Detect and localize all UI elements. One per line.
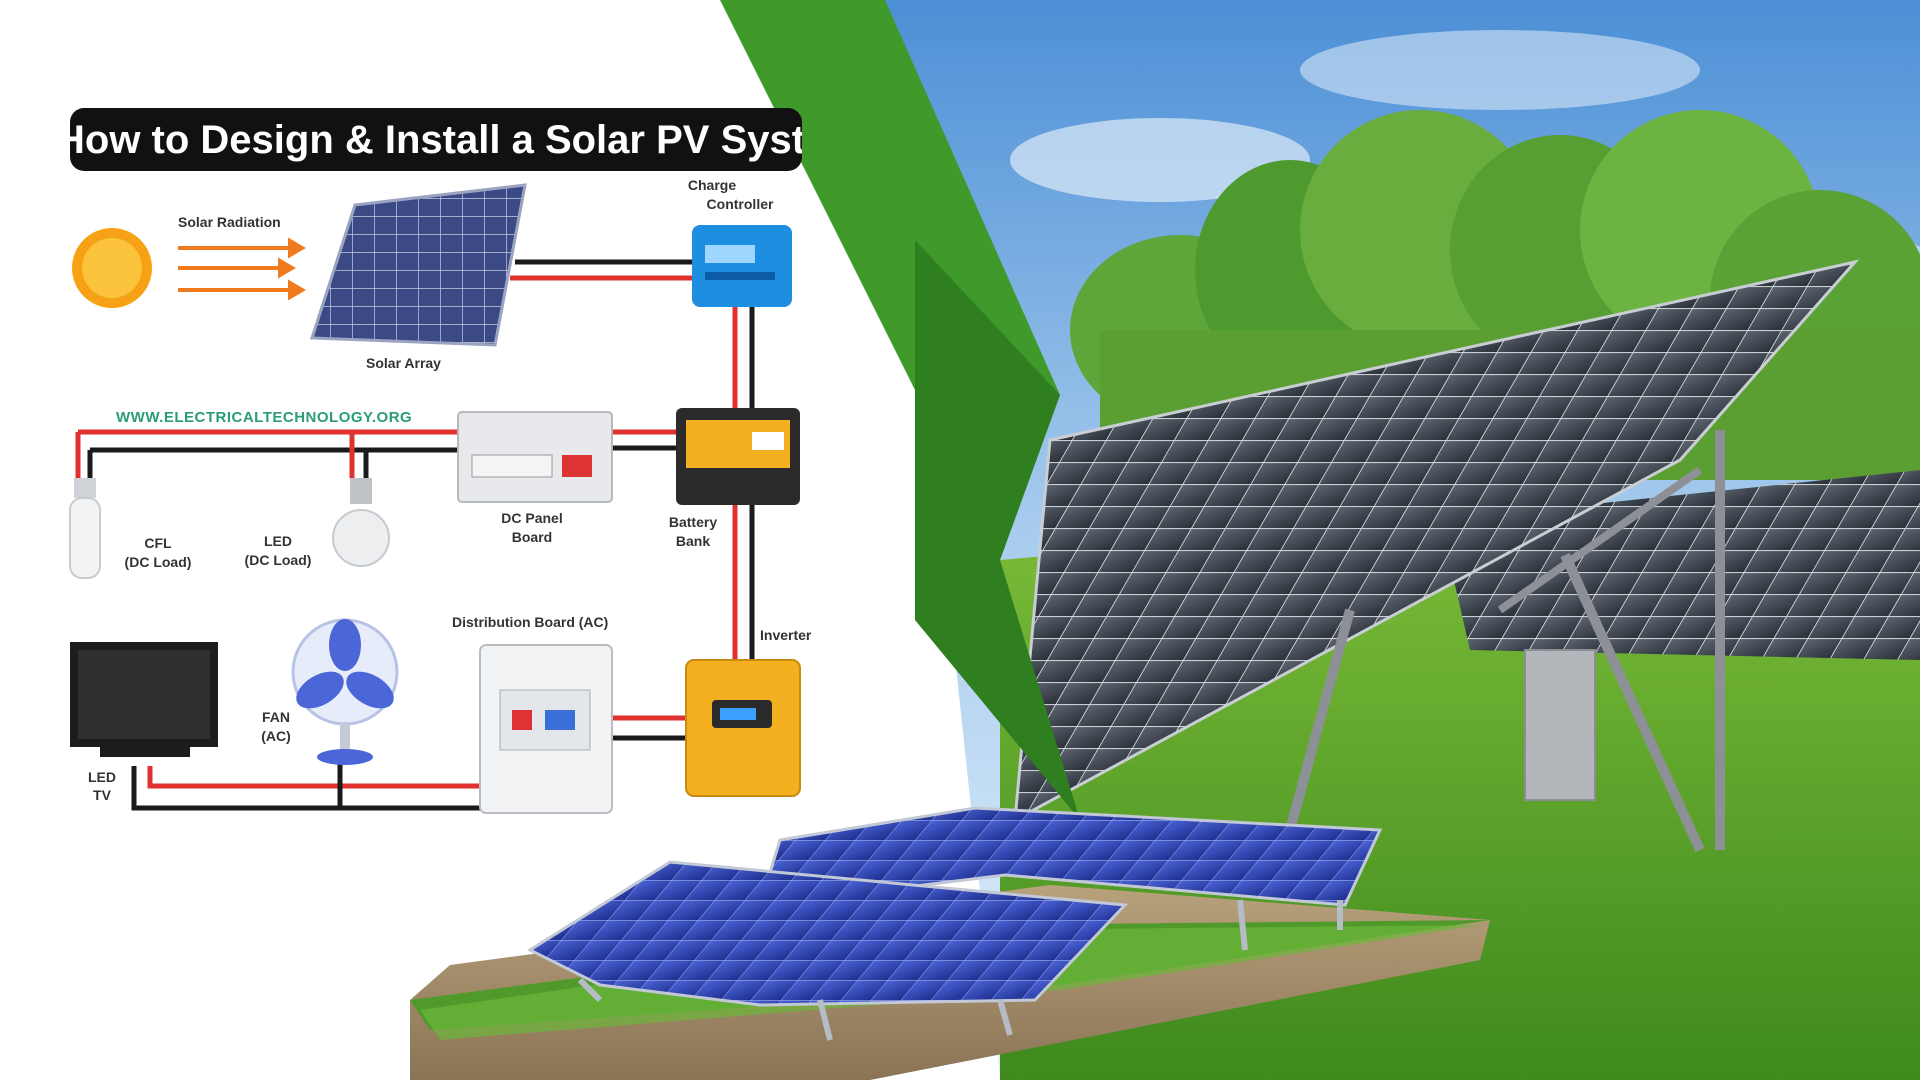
circuit-wiring xyxy=(75,259,755,811)
led-tv-icon xyxy=(70,642,218,757)
led-tv-label-2: TV xyxy=(93,787,112,803)
diagram-title: How to Design & Install a Solar PV Syste… xyxy=(56,118,863,162)
distribution-board-icon xyxy=(479,644,613,814)
dc-panel-board-icon xyxy=(457,411,613,503)
solar-farm-photo xyxy=(885,0,1920,1080)
sun-icon xyxy=(72,228,152,308)
blue-panel-row-front xyxy=(526,860,1129,1007)
dc-panel-board-label: DC Panel xyxy=(501,510,562,526)
junction-box xyxy=(1524,649,1596,801)
cfl-label: CFL xyxy=(144,535,172,551)
watermark-url: WWW.ELECTRICALTECHNOLOGY.ORG xyxy=(116,409,412,426)
inverter-label: Inverter xyxy=(760,627,812,643)
battery-bank-label-2: Bank xyxy=(676,533,710,549)
distribution-board-label: Distribution Board (AC) xyxy=(452,614,608,630)
solar-diagram: How to Design & Install a Solar PV Syste… xyxy=(56,108,863,814)
cfl-label-2: (DC Load) xyxy=(125,554,192,570)
battery-bank-label: Battery xyxy=(669,514,717,530)
solar-array-label: Solar Array xyxy=(366,355,441,371)
charge-controller-label: Charge xyxy=(688,177,736,193)
inverter-icon xyxy=(685,659,801,797)
fan-icon xyxy=(291,618,399,765)
cloud xyxy=(1300,30,1700,110)
charge-controller-label-2: Controller xyxy=(707,196,774,212)
dc-panel-board-label-2: Board xyxy=(512,529,552,545)
solar-radiation-arrows xyxy=(178,237,306,301)
led-bulb-icon xyxy=(332,478,390,567)
fan-label-2: (AC) xyxy=(261,728,291,744)
cfl-bulb-icon xyxy=(69,478,101,579)
battery-bank-icon xyxy=(676,408,800,505)
led-label: LED xyxy=(264,533,292,549)
fan-label: FAN xyxy=(262,709,290,725)
led-label-2: (DC Load) xyxy=(245,552,312,568)
title-bar xyxy=(70,108,802,171)
panel-mount-frame xyxy=(1285,430,1725,853)
led-tv-label: LED xyxy=(88,769,116,785)
green-accent-lower xyxy=(915,240,1080,820)
charge-controller-icon xyxy=(692,225,792,307)
blue-panel-legs xyxy=(577,899,1343,1041)
blue-solar-panels xyxy=(526,806,1383,1041)
solar-array-icon xyxy=(309,183,527,347)
solar-radiation-label: Solar Radiation xyxy=(178,214,281,230)
